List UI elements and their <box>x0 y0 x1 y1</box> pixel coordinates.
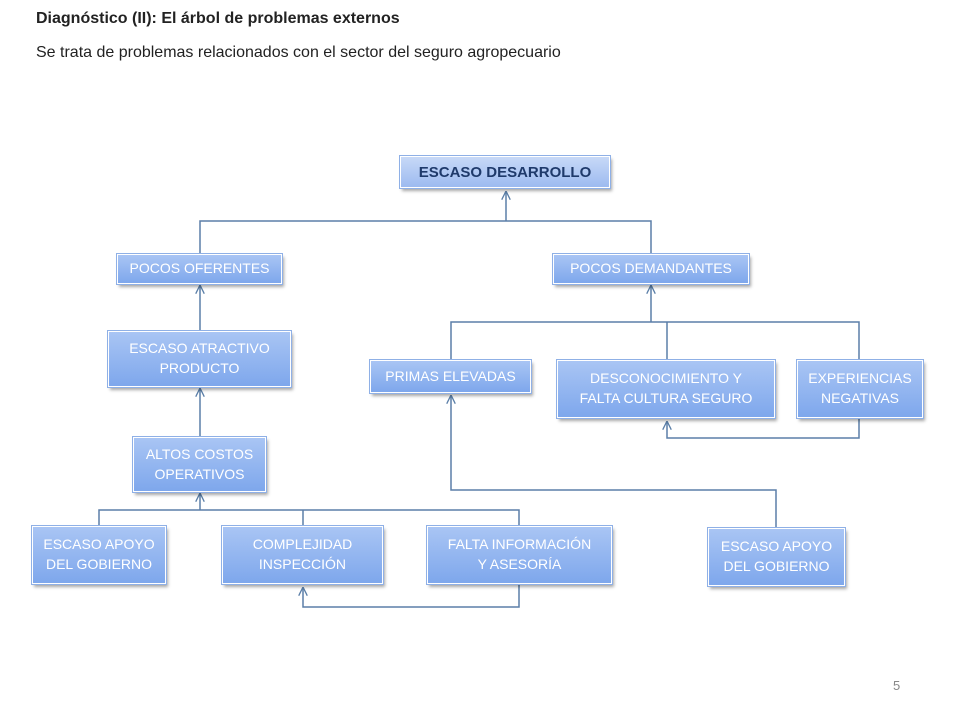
node-desconocimiento: DESCONOCIMIENTO Y FALTA CULTURA SEGURO <box>556 359 776 419</box>
node-falta-informacion: FALTA INFORMACIÓN Y ASESORÍA <box>426 525 613 585</box>
node-pocos-oferentes: POCOS OFERENTES <box>116 253 283 285</box>
node-escaso-apoyo-gobierno-right: ESCASO APOYO DEL GOBIERNO <box>707 527 846 587</box>
node-escaso-apoyo-gobierno-left: ESCASO APOYO DEL GOBIERNO <box>31 525 167 585</box>
connector-experiencias-to-desconocimiento <box>667 418 860 439</box>
connector-demand-causes <box>450 321 860 360</box>
node-primas-elevadas: PRIMAS ELEVADAS <box>369 359 532 394</box>
node-altos-costos: ALTOS COSTOS OPERATIVOS <box>132 436 267 493</box>
page-subtitle: Se trata de problemas relacionados con e… <box>36 44 561 61</box>
connector-oferentes-demandantes-root <box>199 220 652 254</box>
node-complejidad-inspeccion: COMPLEJIDAD INSPECCIÓN <box>221 525 384 585</box>
page-title: Diagnóstico (II): El árbol de problemas … <box>36 10 400 27</box>
connector-bottom-three <box>98 509 520 526</box>
connector-apoyo-to-primas <box>451 396 777 528</box>
page-number: 5 <box>893 678 901 693</box>
node-experiencias-negativas: EXPERIENCIAS NEGATIVAS <box>796 359 924 419</box>
connector-falta-info-to-complejidad <box>303 584 520 608</box>
node-escaso-atractivo: ESCASO ATRACTIVO PRODUCTO <box>107 330 292 388</box>
node-pocos-demandantes: POCOS DEMANDANTES <box>552 253 750 285</box>
node-escaso-desarrollo: ESCASO DESARROLLO <box>399 155 611 189</box>
